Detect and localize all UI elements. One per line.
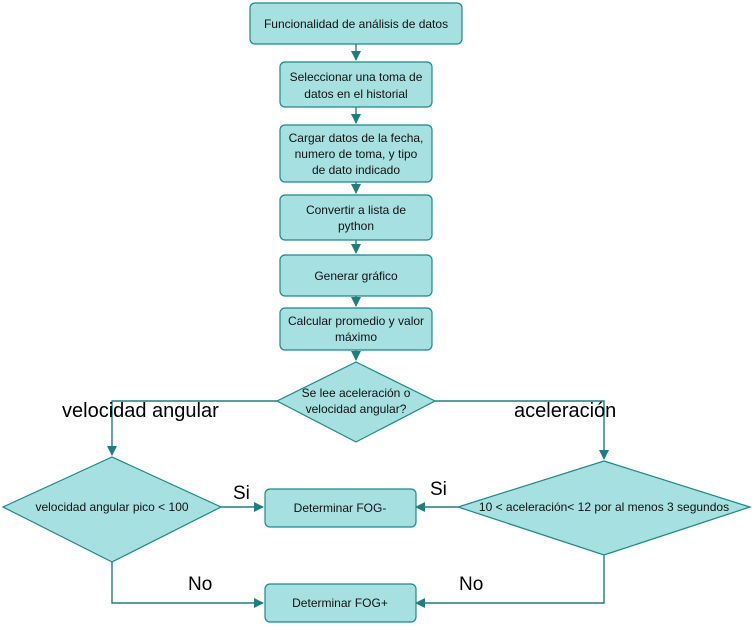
edge-label-velocity: velocidad angular [62,400,219,422]
node-load-line1: Cargar datos de la fecha, [289,131,424,145]
node-graph-label: Generar gráfico [314,269,398,283]
node-velocity-label: velocidad angular pico < 100 [35,500,188,514]
node-calc-line1: Calcular promedio y valor [288,314,424,328]
node-decision-line1: Se lee aceleración o [302,386,411,400]
edge-decision-velocity [107,400,277,456]
edge-decision-acceleration [435,400,609,460]
edge-label-acceleration: aceleración [514,400,616,422]
node-calc-line2: máximo [335,330,377,344]
node-convert: Convertir a lista de python [279,194,433,241]
node-start: Funcionalidad de análisis de datos [249,2,463,45]
node-fog-plus-label: Determinar FOG+ [292,596,388,610]
node-convert-line1: Convertir a lista de [306,203,406,217]
edge-label-velocity-no: No [188,574,212,595]
node-fog-plus: Determinar FOG+ [264,583,417,623]
node-fog-minus: Determinar FOG- [264,488,417,528]
edge-label-acceleration-si: Si [430,479,447,500]
node-calc: Calcular promedio y valor máximo [279,307,433,351]
node-fog-minus-label: Determinar FOG- [294,501,387,515]
node-load-line3: de dato indicado [312,163,400,177]
node-acceleration-label: 10 < aceleración< 12 por al menos 3 segu… [479,500,729,514]
node-start-label: Funcionalidad de análisis de datos [264,17,448,31]
node-select: Seleccionar una toma de datos en el hist… [279,61,433,108]
edge-label-velocity-si: Si [233,483,250,504]
node-select-line1: Seleccionar una toma de [290,70,423,84]
node-convert-line2: python [338,219,374,233]
edge-label-acceleration-no: No [459,574,483,595]
node-velocity-condition: velocidad angular pico < 100 [1,456,223,563]
edges [107,44,609,608]
node-load: Cargar datos de la fecha, numero de toma… [279,124,433,183]
edge-acceleration-fogplus [415,555,605,608]
node-select-line2: datos en el historial [304,87,407,101]
node-decision-line2: velocidad angular? [306,402,407,416]
node-graph: Generar gráfico [279,254,433,297]
node-load-line2: numero de toma, y tipo [295,147,418,161]
edge-velocity-fogplus [111,562,264,608]
node-acceleration-condition: 10 < aceleración< 12 por al menos 3 segu… [456,460,752,556]
node-decision-type: Se lee aceleración o velocidad angular? [275,361,437,443]
